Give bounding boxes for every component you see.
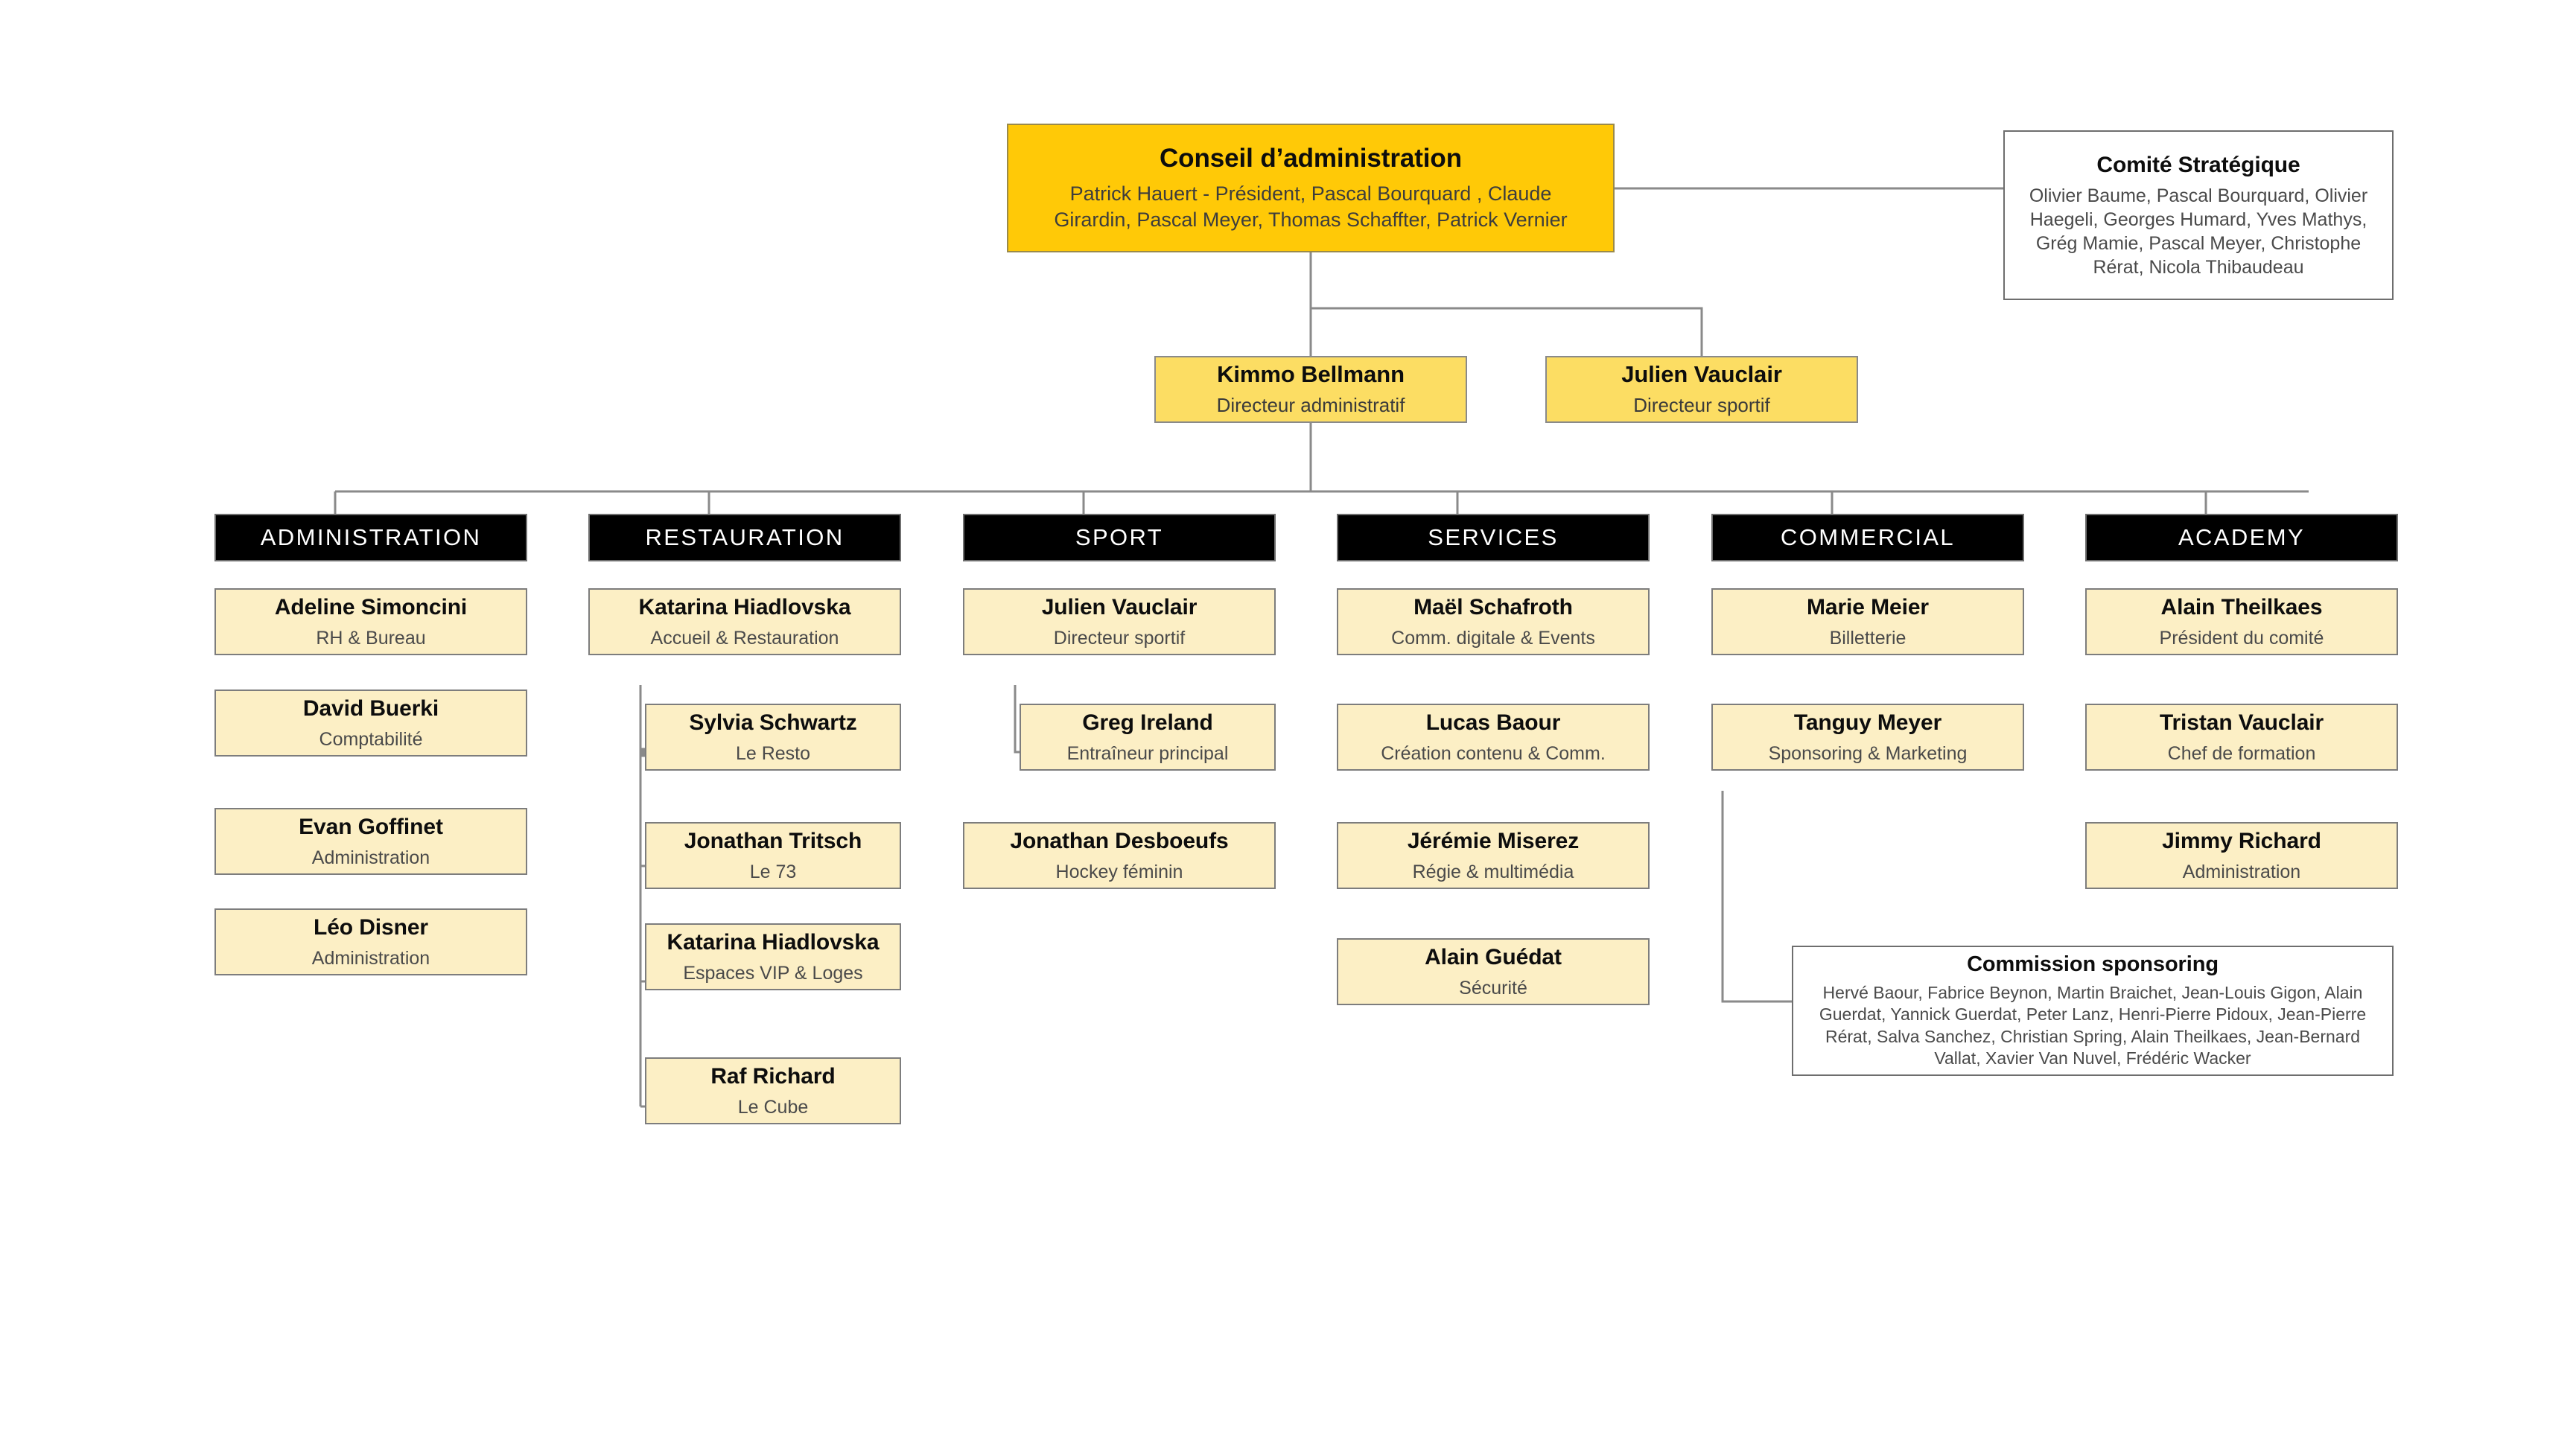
person-name: Greg Ireland xyxy=(1082,710,1213,735)
person-name: Alain Theilkaes xyxy=(2160,594,2323,620)
person-card-jonathan-tritsch[interactable]: Jonathan Tritsch Le 73 xyxy=(645,822,901,889)
person-card-jonathan-desboeufs[interactable]: Jonathan Desboeufs Hockey féminin xyxy=(963,822,1276,889)
person-role: RH & Bureau xyxy=(316,627,426,649)
person-role: Le Resto xyxy=(735,742,811,764)
line-commercial-to-commission xyxy=(1721,791,1792,1003)
director-name: Julien Vauclair xyxy=(1621,361,1782,388)
dept-header-sport[interactable]: SPORT xyxy=(963,514,1276,561)
person-role: Hockey féminin xyxy=(1055,861,1183,882)
person-card-alain-guedat[interactable]: Alain Guédat Sécurité xyxy=(1337,938,1650,1005)
person-name: Alain Guédat xyxy=(1425,944,1562,969)
person-role: Chef de formation xyxy=(2167,742,2316,764)
person-name: Jérémie Miserez xyxy=(1407,828,1580,853)
person-name: Julien Vauclair xyxy=(1041,594,1198,620)
node-comite-strategique[interactable]: Comité Stratégique Olivier Baume, Pascal… xyxy=(2003,130,2394,300)
person-role: Sécurité xyxy=(1459,977,1527,999)
person-name: Marie Meier xyxy=(1807,594,1929,620)
person-name: Tristan Vauclair xyxy=(2159,710,2324,735)
line-board-to-julien-vauclair xyxy=(1309,252,1703,356)
person-name: Léo Disner xyxy=(313,914,429,940)
person-role: Régie & multimédia xyxy=(1412,861,1574,882)
person-role: Administration xyxy=(2182,861,2301,882)
person-card-marie-meier[interactable]: Marie Meier Billetterie xyxy=(1711,588,2024,655)
person-card-evan-goffinet[interactable]: Evan Goffinet Administration xyxy=(214,808,527,875)
person-name: Evan Goffinet xyxy=(299,814,443,839)
person-card-sylvia-schwartz[interactable]: Sylvia Schwartz Le Resto xyxy=(645,704,901,771)
person-card-julien-vauclair-sport[interactable]: Julien Vauclair Directeur sportif xyxy=(963,588,1276,655)
person-role: Président du comité xyxy=(2159,627,2324,649)
person-name: David Buerki xyxy=(302,695,439,721)
person-card-alain-theilkaes[interactable]: Alain Theilkaes Président du comité xyxy=(2085,588,2398,655)
dept-header-commercial[interactable]: COMMERCIAL xyxy=(1711,514,2024,561)
dept-header-academy[interactable]: ACADEMY xyxy=(2085,514,2398,561)
director-name: Kimmo Bellmann xyxy=(1217,361,1405,388)
person-card-jeremie-miserez[interactable]: Jérémie Miserez Régie & multimédia xyxy=(1337,822,1650,889)
person-role: Création contenu & Comm. xyxy=(1381,742,1606,764)
person-role: Entraîneur principal xyxy=(1066,742,1229,764)
person-role: Sponsoring & Marketing xyxy=(1768,742,1968,764)
strategic-committee-title: Comité Stratégique xyxy=(2096,152,2300,177)
person-card-greg-ireland[interactable]: Greg Ireland Entraîneur principal xyxy=(1020,704,1276,771)
person-role: Accueil & Restauration xyxy=(650,627,839,649)
person-card-katarina-hiadlovska-vip[interactable]: Katarina Hiadlovska Espaces VIP & Loges xyxy=(645,923,901,990)
dept-header-restauration[interactable]: RESTAURATION xyxy=(588,514,901,561)
person-role: Espaces VIP & Loges xyxy=(683,962,863,984)
person-card-jimmy-richard[interactable]: Jimmy Richard Administration xyxy=(2085,822,2398,889)
person-name: Lucas Baour xyxy=(1425,710,1561,735)
person-card-raf-richard[interactable]: Raf Richard Le Cube xyxy=(645,1057,901,1124)
person-role: Comptabilité xyxy=(319,728,423,750)
person-name: Tanguy Meyer xyxy=(1793,710,1942,735)
person-role: Directeur sportif xyxy=(1053,627,1186,649)
node-conseil-administration[interactable]: Conseil d’administration Patrick Hauert … xyxy=(1007,124,1615,252)
commission-members: Hervé Baour, Fabrice Beynon, Martin Brai… xyxy=(1819,983,2367,1069)
person-name: Jonathan Tritsch xyxy=(684,828,862,853)
board-title: Conseil d’administration xyxy=(1160,144,1462,173)
person-role: Administration xyxy=(311,847,430,868)
director-role: Directeur administratif xyxy=(1216,394,1405,417)
person-name: Katarina Hiadlovska xyxy=(667,929,880,955)
person-card-tristan-vauclair[interactable]: Tristan Vauclair Chef de formation xyxy=(2085,704,2398,771)
node-director-kimmo-bellmann[interactable]: Kimmo Bellmann Directeur administratif xyxy=(1154,356,1467,423)
person-card-mael-schafroth[interactable]: Maël Schafroth Comm. digitale & Events xyxy=(1337,588,1650,655)
dept-header-services[interactable]: SERVICES xyxy=(1337,514,1650,561)
person-card-leo-disner[interactable]: Léo Disner Administration xyxy=(214,908,527,975)
strategic-committee-members: Olivier Baume, Pascal Bourquard, Olivier… xyxy=(2029,185,2368,278)
person-role: Administration xyxy=(311,947,430,969)
node-director-julien-vauclair[interactable]: Julien Vauclair Directeur sportif xyxy=(1545,356,1858,423)
person-card-katarina-hiadlovska-accueil[interactable]: Katarina Hiadlovska Accueil & Restaurati… xyxy=(588,588,901,655)
person-name: Jimmy Richard xyxy=(2162,828,2321,853)
person-name: Jonathan Desboeufs xyxy=(1010,828,1229,853)
dept-header-administration[interactable]: ADMINISTRATION xyxy=(214,514,527,561)
person-name: Adeline Simoncini xyxy=(274,594,468,620)
director-role: Directeur sportif xyxy=(1633,394,1770,417)
person-name: Maël Schafroth xyxy=(1413,594,1573,620)
person-name: Raf Richard xyxy=(710,1063,836,1089)
person-name: Sylvia Schwartz xyxy=(689,710,857,735)
person-role: Le 73 xyxy=(749,861,797,882)
board-members: Patrick Hauert - Président, Pascal Bourq… xyxy=(1054,182,1568,231)
person-card-lucas-baour[interactable]: Lucas Baour Création contenu & Comm. xyxy=(1337,704,1650,771)
person-name: Katarina Hiadlovska xyxy=(638,594,851,620)
person-card-adeline-simoncini[interactable]: Adeline Simoncini RH & Bureau xyxy=(214,588,527,655)
node-commission-sponsoring[interactable]: Commission sponsoring Hervé Baour, Fabri… xyxy=(1792,946,2394,1076)
person-role: Comm. digitale & Events xyxy=(1391,627,1595,649)
person-card-tanguy-meyer[interactable]: Tanguy Meyer Sponsoring & Marketing xyxy=(1711,704,2024,771)
person-role: Billetterie xyxy=(1829,627,1906,649)
person-card-david-buerki[interactable]: David Buerki Comptabilité xyxy=(214,690,527,757)
person-role: Le Cube xyxy=(737,1096,809,1118)
commission-title: Commission sponsoring xyxy=(1967,952,2219,977)
